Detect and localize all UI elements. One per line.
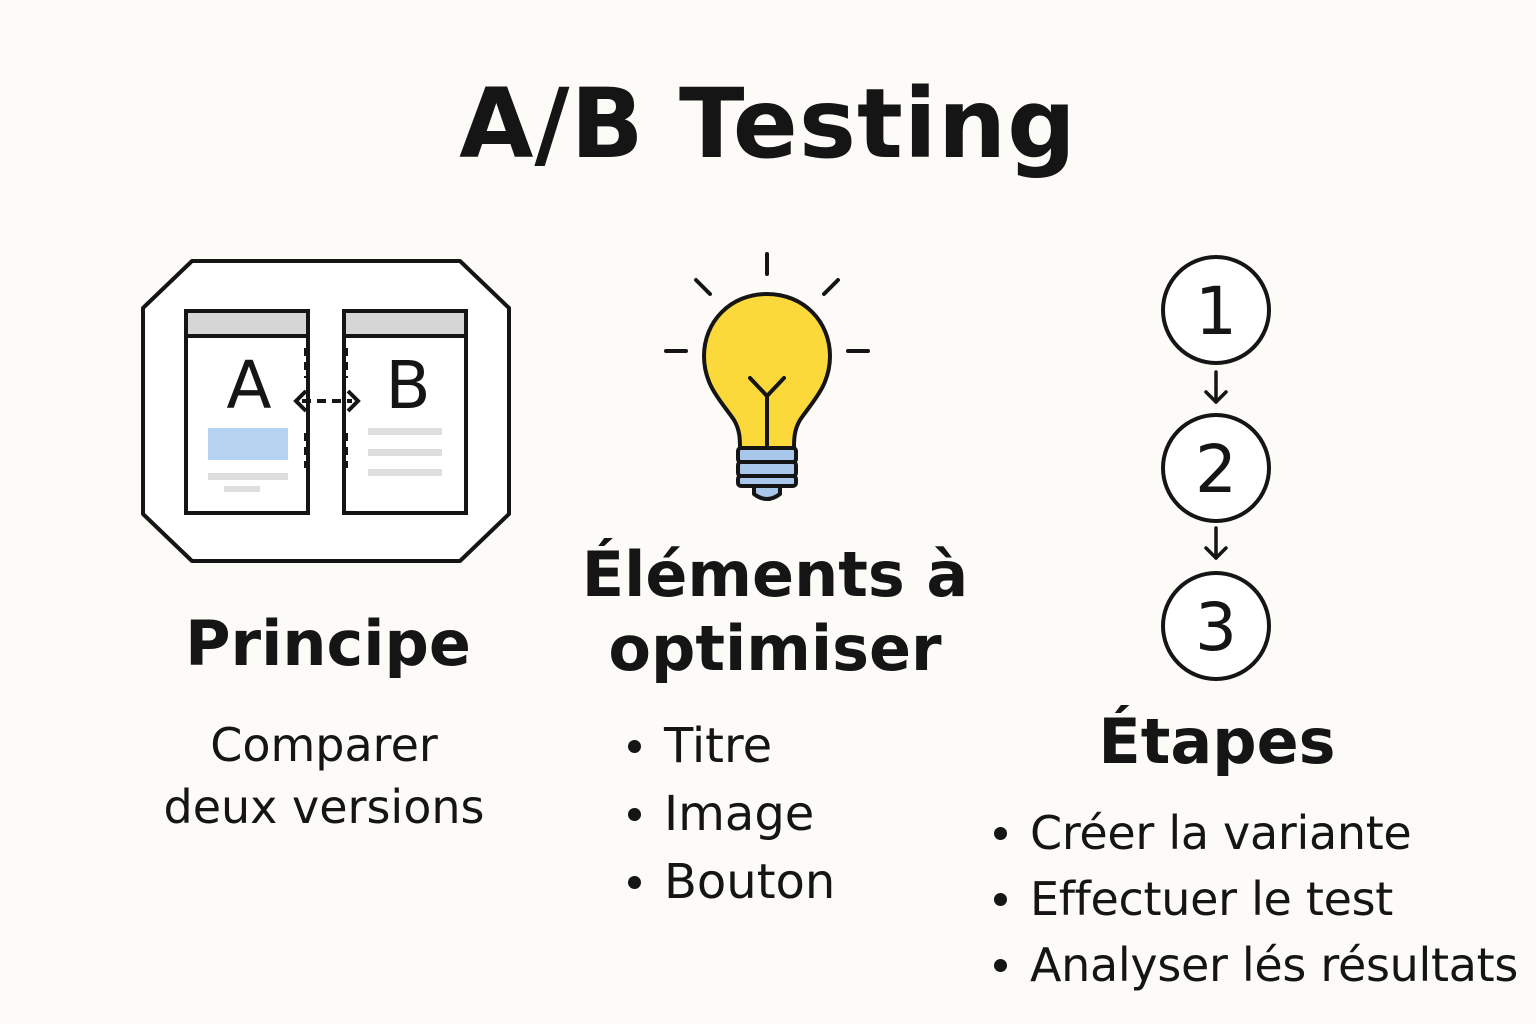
- page-b-letter: B: [385, 347, 430, 424]
- lightbulb-icon: [664, 252, 870, 501]
- elements-heading-line: optimiser: [608, 612, 942, 685]
- page-a-letter: A: [226, 347, 271, 424]
- compare-arrow-icon: [293, 348, 361, 468]
- list-item: Bouton: [626, 848, 835, 916]
- step-3-icon: 3: [1161, 571, 1271, 681]
- step-number: 3: [1195, 589, 1237, 666]
- list-item: Image: [626, 780, 835, 848]
- arrow-down-icon: [1204, 370, 1228, 404]
- step-number: 1: [1195, 273, 1237, 350]
- page-a-icon: A: [184, 309, 310, 515]
- principle-description-line: deux versions: [163, 780, 485, 834]
- steps-list: Créer la variante Effectuer le test Anal…: [992, 800, 1518, 998]
- principle-description-line: Comparer: [210, 718, 438, 772]
- elements-heading-line: Éléments à: [581, 538, 969, 611]
- principle-heading: Principe: [185, 607, 471, 680]
- principle-description: Comparer deux versions: [124, 714, 524, 838]
- list-item: Créer la variante: [992, 800, 1518, 866]
- step-2-icon: 2: [1161, 413, 1271, 523]
- steps-heading: Étapes: [1098, 705, 1336, 778]
- list-item: Analyser lés résultats: [992, 932, 1518, 998]
- numbered-steps-icon: 1 2 3: [1161, 255, 1271, 681]
- elements-list: Titre Image Bouton: [626, 712, 835, 916]
- page-b-icon: B: [342, 309, 468, 515]
- step-1-icon: 1: [1161, 255, 1271, 365]
- list-item: Titre: [626, 712, 835, 780]
- ab-comparison-icon: A B: [141, 259, 511, 563]
- step-number: 2: [1195, 431, 1237, 508]
- arrow-down-icon: [1204, 526, 1228, 560]
- page-title: A/B Testing: [459, 68, 1077, 180]
- elements-heading: Éléments à optimiser: [555, 538, 995, 686]
- list-item: Effectuer le test: [992, 866, 1518, 932]
